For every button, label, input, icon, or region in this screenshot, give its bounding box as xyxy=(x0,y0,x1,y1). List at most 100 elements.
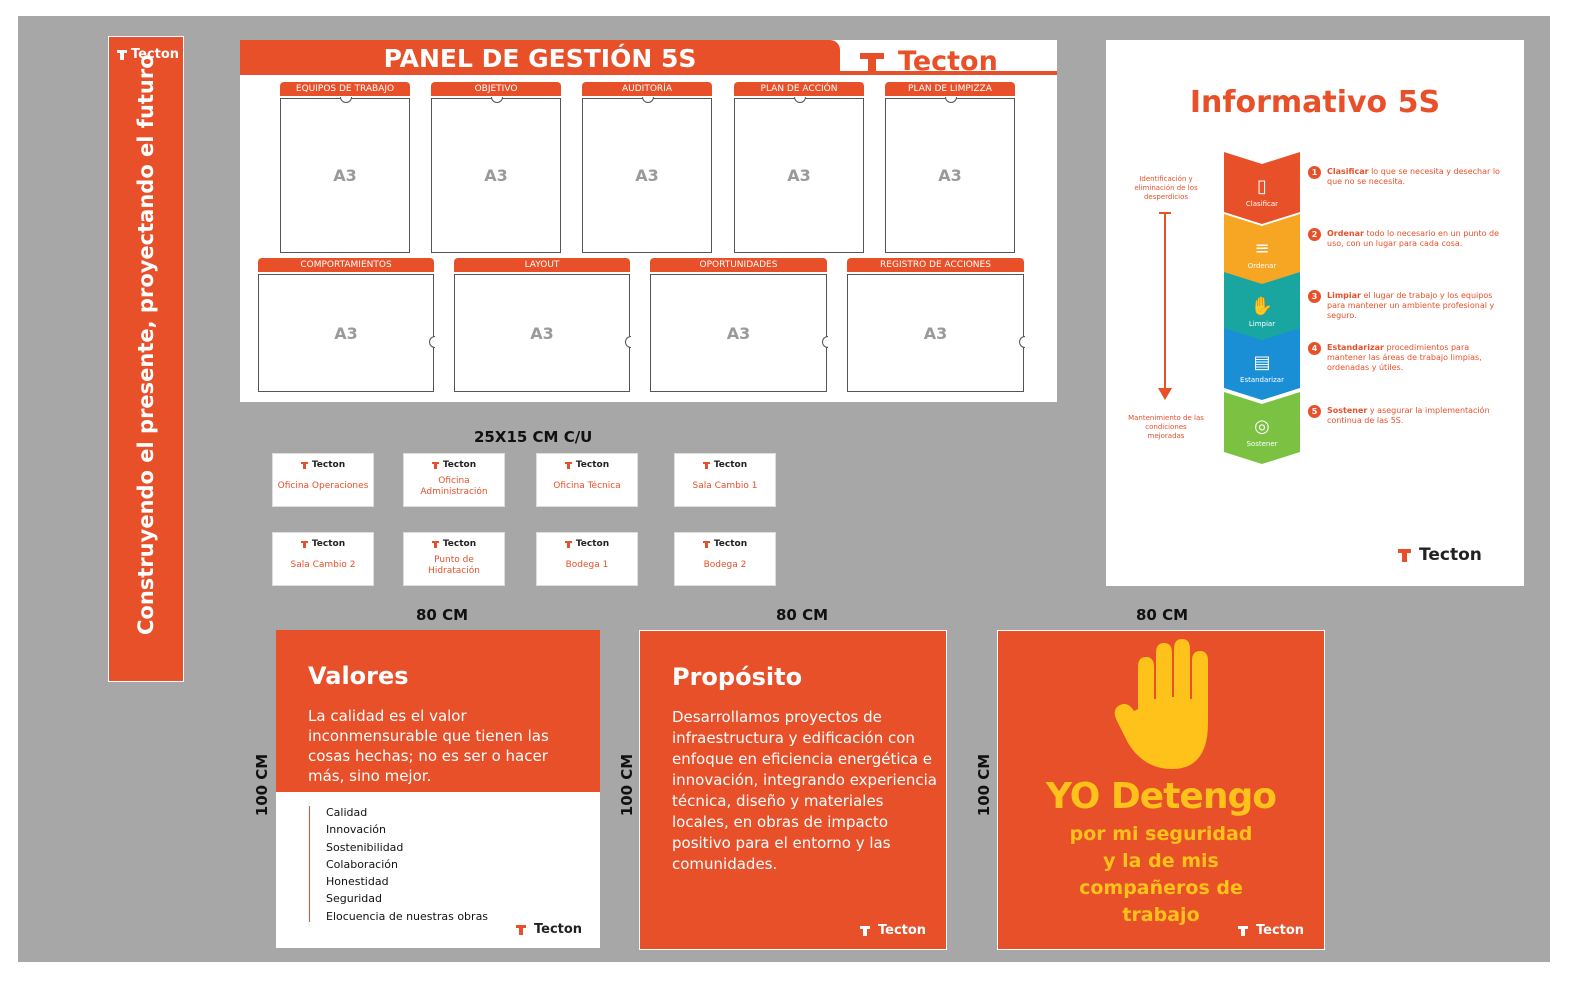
board-valores: Valores La calidad es el valor inconmens… xyxy=(276,630,600,948)
tecton-logo-icon xyxy=(1398,548,1411,562)
slot-label: PLAN DE ACCIÓN xyxy=(734,82,864,96)
tecton-logo-icon xyxy=(1238,925,1248,936)
slot-label: PLAN DE LIMPIZZA xyxy=(885,82,1015,96)
slot-label: REGISTRO DE ACCIONES xyxy=(847,258,1024,272)
board-proposito: Propósito Desarrollamos proyectos de inf… xyxy=(639,630,947,950)
sign-logo: Tecton xyxy=(537,460,637,470)
tecton-logo-icon xyxy=(431,461,439,469)
informativo-title: Informativo 5S xyxy=(1189,85,1441,120)
panel-logo-text: Tecton xyxy=(898,46,998,77)
step-name: Clasificar xyxy=(1327,167,1369,176)
tecton-logo-icon xyxy=(564,540,572,548)
vertical-banner: Tecton xyxy=(108,36,184,682)
proposito-logo-text: Tecton xyxy=(878,923,927,938)
chevron-ordenar: ≡Ordenar xyxy=(1224,214,1300,286)
slot-label: OBJETIVO xyxy=(431,82,561,96)
valores-logo-text: Tecton xyxy=(534,922,583,937)
detengo-line: compañeros de xyxy=(1079,877,1243,899)
proposito-width: 80 CM xyxy=(776,606,829,624)
sign-text: Oficina Operaciones xyxy=(277,481,369,491)
arrow-down-icon xyxy=(1158,388,1172,400)
slot-a3: A3 xyxy=(885,98,1015,253)
sign-logo: Tecton xyxy=(404,539,504,549)
step-desc: lo que se necesita y desechar lo que no … xyxy=(1327,167,1500,186)
panel-logo: Tecton xyxy=(860,46,998,77)
tecton-logo-icon xyxy=(431,540,439,548)
sign-text: Sala Cambio 2 xyxy=(290,560,356,570)
proposito-text: Desarrollamos proyectos de infraestructu… xyxy=(672,708,937,873)
chevron-label: Limpiar xyxy=(1248,320,1276,328)
slot-label: COMPORTAMIENTOS xyxy=(258,258,434,272)
valor-item: Sostenibilidad xyxy=(326,840,404,854)
detengo-logo-text: Tecton xyxy=(1256,923,1305,938)
sign-logo: Tecton xyxy=(273,539,373,549)
step-desc: y asegurar la implementación continua de… xyxy=(1327,406,1490,425)
sign-logo: Tecton xyxy=(675,539,775,549)
tecton-logo-icon xyxy=(702,540,710,548)
slot-a3: A3 xyxy=(454,274,630,392)
standard-doc-icon: ▤ xyxy=(1253,352,1271,373)
valores-width: 80 CM xyxy=(416,606,469,624)
signs-dimension: 25X15 CM C/U xyxy=(474,428,593,446)
banner-logo-text: Tecton xyxy=(131,47,180,62)
tecton-logo-icon xyxy=(702,461,710,469)
slot-label: OPORTUNIDADES xyxy=(650,258,827,272)
informativo-logo-text: Tecton xyxy=(1419,545,1482,565)
tecton-logo-icon xyxy=(860,52,884,71)
chevron-estandarizar: ▤Estandarizar xyxy=(1224,328,1300,400)
detengo-line: trabajo xyxy=(1122,904,1200,926)
slot-oportunidades: OPORTUNIDADES A3 xyxy=(650,258,828,392)
valor-item: Calidad xyxy=(326,806,368,819)
chevron-label: Clasificar xyxy=(1245,200,1279,208)
slot-notch xyxy=(1019,335,1025,348)
detengo-width: 80 CM xyxy=(1136,606,1189,624)
board-yo-detengo: YO Detengo por mi seguridad y la de mis … xyxy=(997,630,1325,950)
arrow-line xyxy=(1164,212,1166,390)
side-label-top: Identificación y eliminación de los desp… xyxy=(1134,175,1198,201)
tecton-logo-icon xyxy=(300,461,308,469)
step-text: Estandarizar procedimientos para mantene… xyxy=(1327,343,1507,373)
valores-list-bar xyxy=(309,806,310,922)
sign-logo: Tecton xyxy=(273,460,373,470)
slot-registro: REGISTRO DE ACCIONES A3 xyxy=(847,258,1025,392)
panel-gestion-5s: PANEL DE GESTIÓN 5S Tecton EQUIPOS DE TR… xyxy=(240,40,1057,402)
slot-a3: A3 xyxy=(431,98,561,253)
step-number: 2 xyxy=(1308,228,1321,241)
informativo-5s: Informativo 5S Identificación y eliminac… xyxy=(1106,40,1524,586)
slot-a3: A3 xyxy=(650,274,827,392)
sign-logo-text: Tecton xyxy=(311,539,346,549)
informativo-logo: Tecton xyxy=(1398,545,1482,565)
sign-text: Bodega 1 xyxy=(565,560,609,570)
valor-item: Elocuencia de nuestras obras xyxy=(326,909,489,923)
step-desc: el lugar de trabajo y los equipos para m… xyxy=(1327,291,1495,320)
sign-logo-text: Tecton xyxy=(713,539,748,549)
tecton-logo-icon xyxy=(564,461,572,469)
tecton-logo-icon xyxy=(300,540,308,548)
step-number: 5 xyxy=(1308,405,1321,418)
step-text: Sostener y asegurar la implementación co… xyxy=(1327,406,1507,426)
valores-list: Calidad Innovación Sostenibilidad Colabo… xyxy=(326,804,488,925)
sign-text: Bodega 2 xyxy=(703,560,747,570)
valores-height: 100 CM xyxy=(253,753,272,817)
slot-a3: A3 xyxy=(582,98,712,253)
detengo-line: y la de mis xyxy=(1103,850,1219,872)
detengo-title: YO Detengo xyxy=(1046,776,1277,817)
clean-hand-icon: ✋ xyxy=(1250,296,1274,317)
step-desc: todo lo necesario en un punto de uso, co… xyxy=(1327,229,1500,248)
valores-header xyxy=(276,630,600,792)
sign-logo-text: Tecton xyxy=(575,539,610,549)
chevron-clasificar: ▯Clasificar xyxy=(1224,152,1300,224)
valores-title: Valores xyxy=(308,662,409,690)
slot-a3: A3 xyxy=(847,274,1024,392)
step-number: 3 xyxy=(1308,290,1321,303)
sign-logo: Tecton xyxy=(675,460,775,470)
